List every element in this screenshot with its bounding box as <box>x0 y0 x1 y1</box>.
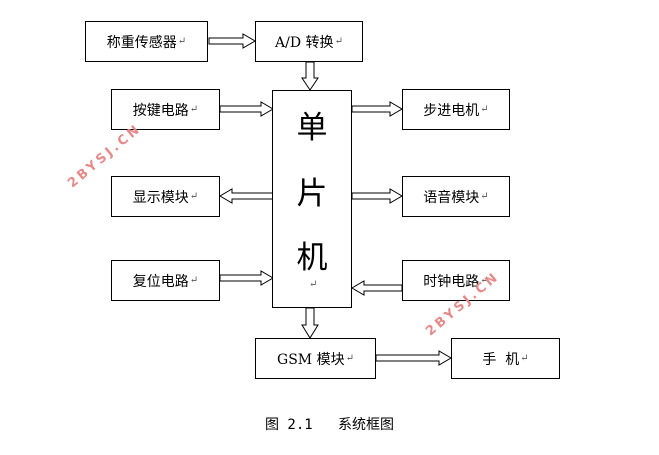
mcu-char-1: 单 <box>296 110 328 146</box>
paragraph-mark: ↵ <box>189 104 199 115</box>
stepper-motor-block: 步进电机↵ <box>402 89 510 130</box>
arrow-reset-to-mcu <box>219 270 274 286</box>
paragraph-mark: ↵ <box>189 191 199 202</box>
phone-label: 手 机 <box>482 351 520 368</box>
arrow-mcu-to-display <box>219 188 274 204</box>
gsm-module-label: GSM 模块 <box>277 351 345 368</box>
paragraph-mark: ↵ <box>480 191 489 202</box>
voice-module-label: 语音模块 <box>423 189 480 206</box>
voice-module-block: 语音模块↵ <box>402 176 510 217</box>
arrow-gsm-to-phone <box>375 350 452 366</box>
arrow-sensor-to-ad <box>208 33 256 49</box>
arrow-ad-to-mcu <box>301 61 319 91</box>
ad-converter-label: A/D 转换 <box>275 34 334 51</box>
key-circuit-label: 按键电路 <box>132 102 189 119</box>
weighing-sensor-label: 称重传感器 <box>106 34 177 51</box>
stepper-motor-label: 步进电机 <box>423 102 480 119</box>
mcu-char-3: 机 <box>296 240 328 276</box>
display-module-label: 显示模块 <box>132 189 189 206</box>
clock-circuit-block: 时钟电路↵ <box>402 260 510 301</box>
key-circuit-block: 按键电路↵ <box>111 89 220 130</box>
mcu-block: 单 片 机 ↵ <box>272 90 352 308</box>
reset-circuit-label: 复位电路 <box>132 273 189 290</box>
gsm-module-block: GSM 模块↵ <box>255 338 376 379</box>
arrow-mcu-to-voice <box>351 188 403 204</box>
paragraph-mark: ↵ <box>520 353 529 364</box>
ad-converter-block: A/D 转换↵ <box>255 21 363 62</box>
arrow-mcu-to-stepper <box>351 101 403 117</box>
paragraph-mark: ↵ <box>480 275 489 286</box>
paragraph-mark: ↵ <box>309 279 318 290</box>
arrow-clock-to-mcu <box>351 280 403 296</box>
display-module-block: 显示模块↵ <box>111 176 220 217</box>
paragraph-mark: ↵ <box>189 275 199 286</box>
clock-circuit-label: 时钟电路 <box>423 273 480 290</box>
reset-circuit-block: 复位电路↵ <box>111 260 220 301</box>
paragraph-mark: ↵ <box>345 353 354 364</box>
phone-block: 手 机↵ <box>451 338 560 379</box>
figure-caption: 图 2.1 系统框图 <box>264 417 394 433</box>
mcu-char-2: 片 <box>296 176 328 212</box>
weighing-sensor-block: 称重传感器↵ <box>85 21 208 62</box>
arrow-key-to-mcu <box>219 101 274 117</box>
paragraph-mark: ↵ <box>177 36 187 47</box>
arrow-mcu-to-gsm <box>301 307 319 339</box>
paragraph-mark: ↵ <box>334 36 343 47</box>
paragraph-mark: ↵ <box>480 104 489 115</box>
